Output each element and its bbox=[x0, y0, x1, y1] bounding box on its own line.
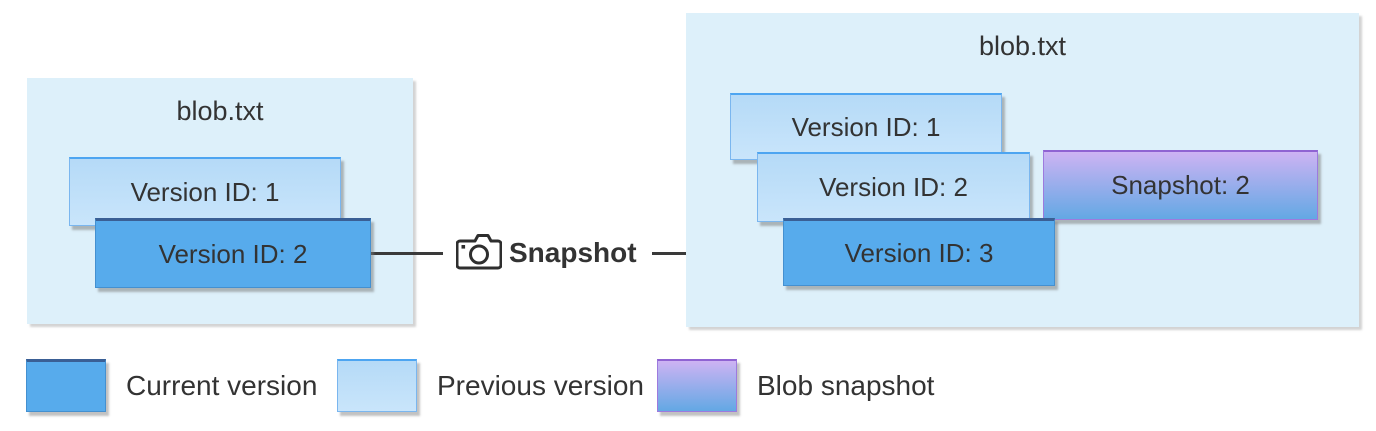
legend-swatch-previous-version bbox=[337, 359, 417, 412]
left-version-1-label: Version ID: 1 bbox=[130, 176, 280, 207]
left-blob-panel: blob.txt Version ID: 1 Version ID: 2 bbox=[27, 78, 413, 324]
legend-item-blob-snapshot: Blob snapshot bbox=[657, 359, 934, 412]
connector-line-left bbox=[371, 252, 443, 255]
legend-label-blob-snapshot: Blob snapshot bbox=[757, 369, 935, 401]
right-version-3-label: Version ID: 3 bbox=[844, 237, 994, 268]
right-panel-title: blob.txt bbox=[978, 31, 1067, 61]
right-version-2-label: Version ID: 2 bbox=[819, 172, 968, 202]
right-blob-panel: blob.txt Version ID: 1 Version ID: 2 Sna… bbox=[686, 13, 1359, 327]
legend-label-previous-version: Previous version bbox=[437, 369, 644, 401]
left-panel-title: blob.txt bbox=[176, 96, 264, 126]
right-version-2-box: Version ID: 2 bbox=[757, 152, 1030, 222]
legend-item-current-version: Current version bbox=[26, 359, 317, 412]
legend-label-current-version: Current version bbox=[126, 369, 318, 401]
camera-icon bbox=[456, 234, 502, 270]
legend-item-previous-version: Previous version bbox=[337, 359, 644, 412]
left-version-1-box: Version ID: 1 bbox=[69, 157, 341, 226]
right-version-1-label: Version ID: 1 bbox=[791, 111, 941, 142]
right-snapshot-box: Snapshot: 2 bbox=[1043, 150, 1318, 220]
snapshot-action-label: Snapshot bbox=[509, 237, 637, 268]
right-snapshot-label: Snapshot: 2 bbox=[1111, 170, 1250, 200]
left-version-2-box: Version ID: 2 bbox=[95, 218, 371, 288]
legend-swatch-current-version bbox=[26, 359, 106, 412]
legend-swatch-blob-snapshot bbox=[657, 359, 737, 412]
right-version-3-box: Version ID: 3 bbox=[783, 218, 1055, 286]
left-version-2-label: Version ID: 2 bbox=[158, 238, 308, 269]
right-version-1-box: Version ID: 1 bbox=[730, 93, 1002, 160]
